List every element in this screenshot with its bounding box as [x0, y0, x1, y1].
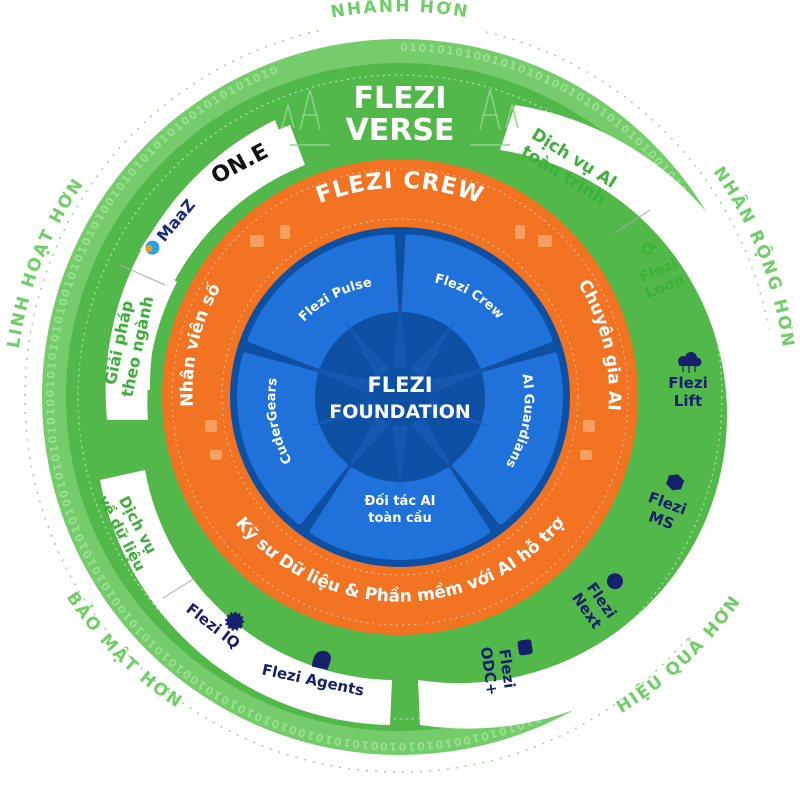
compass-ray — [411, 320, 456, 378]
compass-ray — [425, 367, 491, 396]
verse-title-line1: FLEZI — [353, 81, 446, 116]
item-flezi-lift[interactable]: Flezi Lift — [668, 352, 708, 410]
segment-label-doi-tac-line2: toàn cầu — [368, 511, 431, 526]
foundation-title-line2: FOUNDATION — [329, 401, 471, 423]
compass-ray — [309, 367, 375, 396]
item-flezi-lift-line1: Flezi — [668, 374, 707, 392]
foundation-segment-ai-guardians[interactable] — [452, 352, 563, 525]
foundation-segments — [237, 234, 563, 560]
panel-right — [418, 105, 782, 729]
refresh-icon: ⟳ — [639, 237, 661, 262]
item-flezi-lift-line2: Lift — [674, 392, 702, 410]
brain-gear-icon — [225, 611, 245, 631]
temple-ornament-right — [470, 89, 519, 146]
temple-ornament-left — [281, 89, 330, 146]
crew-ornaments — [205, 225, 595, 460]
compass-ray — [344, 320, 389, 378]
panel-left — [105, 252, 177, 420]
crew-dotted-inner — [221, 218, 579, 576]
verse-title-line2: VERSE — [346, 113, 455, 148]
foundation-segment-flezi-crew[interactable] — [401, 234, 553, 369]
item-flezi-odc[interactable]: Flezi ODC+ — [477, 639, 538, 697]
compass-ray — [309, 398, 375, 427]
segment-label-doi-tac-line1: Đối tác AI — [365, 494, 436, 509]
cube-icon — [666, 474, 685, 491]
foundation-title-line1: FLEZI — [367, 373, 432, 397]
verse-dotted-line — [77, 74, 723, 720]
separator-bottom-left — [162, 577, 196, 599]
panel-logos — [140, 125, 305, 280]
cloud-network-icon — [678, 352, 702, 373]
foundation-core — [322, 319, 478, 475]
ai-head-icon — [311, 650, 331, 670]
compass-ray — [411, 416, 456, 474]
verse-panels — [100, 105, 782, 729]
sparkle-box-icon — [517, 639, 533, 656]
crew-dotted-outer — [171, 168, 629, 626]
foundation-segment-cudergears[interactable] — [237, 352, 348, 525]
separator-left — [119, 264, 166, 286]
arrow-circle-icon — [606, 573, 623, 590]
foundation-segment-flezi-pulse[interactable] — [247, 234, 399, 369]
compass-ray — [392, 426, 408, 492]
outer-label-top: NHANH HƠN — [329, 0, 470, 23]
compass-ray — [344, 416, 389, 474]
foundation-rays — [309, 302, 491, 492]
panel-bottom-left — [100, 470, 392, 725]
compass-ray — [425, 398, 491, 427]
item-flezi-loop[interactable]: ⟳ Flezi Loop — [627, 232, 687, 302]
separator-top-right — [614, 209, 651, 234]
compass-ray — [392, 302, 408, 368]
foundation-segment-doi-tac-ai[interactable] — [309, 467, 491, 560]
item-flezi-odc-line1: Flezi — [495, 648, 518, 690]
